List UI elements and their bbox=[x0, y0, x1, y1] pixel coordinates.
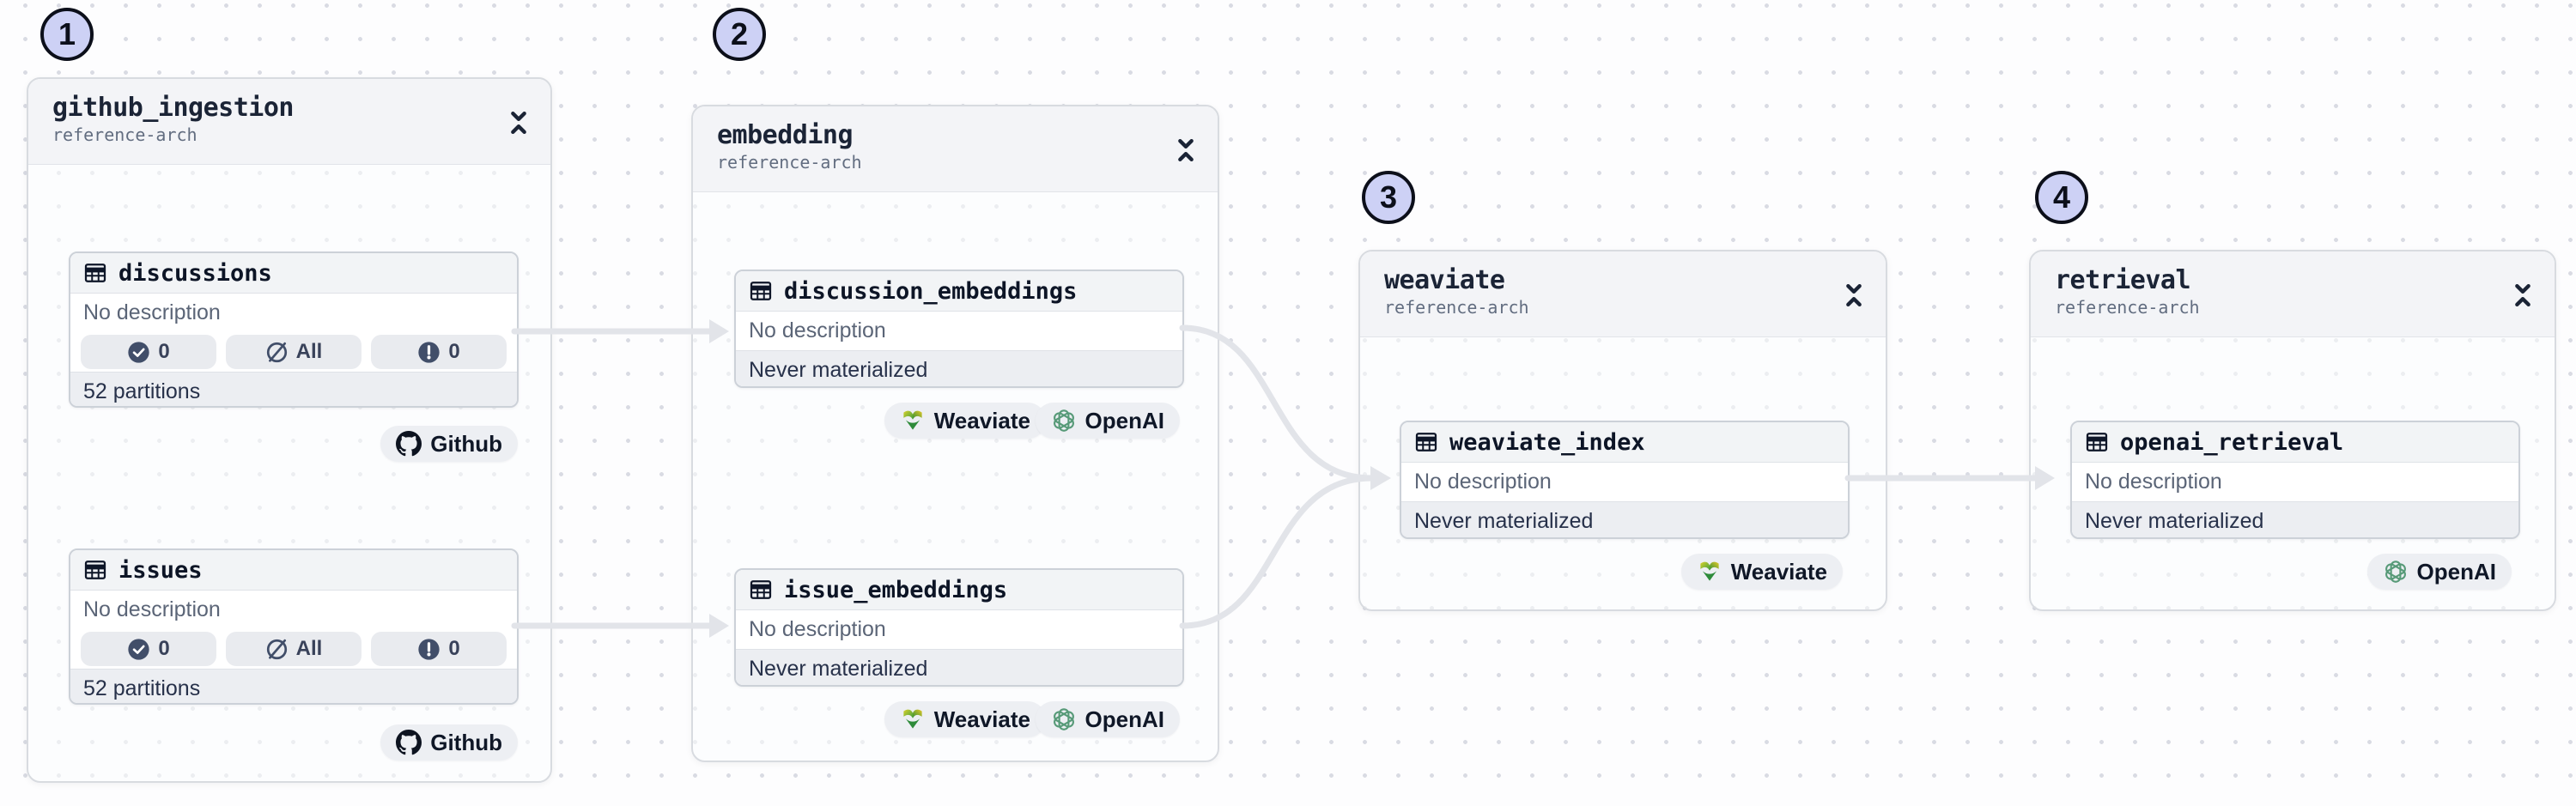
asset-name: discussion_embeddings bbox=[784, 277, 1078, 305]
openai-icon bbox=[2383, 559, 2409, 585]
asset-status-label: Never materialized bbox=[2072, 501, 2518, 537]
group-header[interactable]: retrieval reference-arch bbox=[2031, 251, 2555, 337]
weaviate-icon bbox=[1697, 559, 1722, 585]
asset-status-label: Never materialized bbox=[736, 350, 1182, 386]
group-subtitle: reference-arch bbox=[1384, 297, 1529, 318]
materialized-count-pill[interactable]: 0 bbox=[81, 335, 216, 369]
asset-card-weaviate-index[interactable]: weaviate_index No description Never mate… bbox=[1400, 421, 1850, 539]
openai-icon bbox=[1051, 706, 1077, 732]
collapse-vertical-icon bbox=[2510, 282, 2536, 308]
step-badge-1: 1 bbox=[40, 8, 94, 61]
group-header[interactable]: weaviate reference-arch bbox=[1360, 251, 1886, 337]
check-circle-icon bbox=[127, 638, 150, 661]
asset-description: No description bbox=[736, 610, 1182, 649]
group-subtitle: reference-arch bbox=[2055, 297, 2200, 318]
asset-description: No description bbox=[70, 294, 517, 332]
missing-count-pill[interactable]: All bbox=[226, 632, 361, 666]
table-icon bbox=[82, 260, 108, 286]
collapse-group-button[interactable] bbox=[1841, 282, 1867, 308]
kind-tag-github[interactable]: Github bbox=[380, 724, 518, 761]
kind-tag-weaviate[interactable]: Weaviate bbox=[884, 701, 1046, 737]
step-badge-3: 3 bbox=[1362, 171, 1415, 224]
kind-tag-openai[interactable]: OpenAI bbox=[2366, 554, 2512, 590]
github-icon bbox=[396, 431, 422, 457]
failed-count-pill[interactable]: 0 bbox=[371, 632, 507, 666]
asset-description: No description bbox=[2072, 463, 2518, 501]
asset-status-label: Never materialized bbox=[736, 649, 1182, 685]
collapse-group-button[interactable] bbox=[2510, 282, 2536, 308]
materialized-count-pill[interactable]: 0 bbox=[81, 632, 216, 666]
slash-circle-icon bbox=[265, 638, 289, 661]
table-icon bbox=[748, 577, 774, 603]
collapse-vertical-icon bbox=[1841, 282, 1867, 308]
kind-tag-weaviate[interactable]: Weaviate bbox=[1680, 554, 1843, 590]
asset-name: issue_embeddings bbox=[784, 576, 1008, 603]
partition-status-pills: 0 All 0 bbox=[70, 629, 517, 669]
group-title: weaviate bbox=[1384, 265, 1505, 295]
asset-group-embedding: embedding reference-arch discussion_embe… bbox=[691, 105, 1219, 762]
step-badge-4: 4 bbox=[2035, 171, 2088, 224]
group-title: embedding bbox=[717, 120, 854, 150]
asset-group-retrieval: retrieval reference-arch openai_retrieva… bbox=[2029, 250, 2556, 611]
asset-card-issues[interactable]: issues No description 0 All 0 52 partiti… bbox=[69, 548, 519, 705]
asset-name: weaviate_index bbox=[1449, 428, 1645, 456]
asset-partitions-label: 52 partitions bbox=[70, 372, 517, 406]
asset-status-label: Never materialized bbox=[1401, 501, 1848, 537]
kind-tag-openai[interactable]: OpenAI bbox=[1035, 701, 1180, 737]
asset-card-issue-embeddings[interactable]: issue_embeddings No description Never ma… bbox=[734, 568, 1184, 687]
kind-tag-weaviate[interactable]: Weaviate bbox=[884, 403, 1046, 439]
group-title: github_ingestion bbox=[52, 93, 294, 123]
kind-tag-openai[interactable]: OpenAI bbox=[1035, 403, 1180, 439]
asset-card-discussions[interactable]: discussions No description 0 All 0 52 pa… bbox=[69, 251, 519, 408]
asset-group-weaviate: weaviate reference-arch weaviate_index N… bbox=[1358, 250, 1887, 611]
collapse-vertical-icon bbox=[506, 110, 532, 136]
partition-status-pills: 0 All 0 bbox=[70, 332, 517, 372]
asset-partitions-label: 52 partitions bbox=[70, 669, 517, 703]
openai-icon bbox=[1051, 408, 1077, 433]
alert-circle-icon bbox=[417, 341, 440, 364]
collapse-group-button[interactable] bbox=[1173, 137, 1199, 163]
asset-description: No description bbox=[736, 312, 1182, 350]
asset-group-github-ingestion: github_ingestion reference-arch discussi… bbox=[27, 77, 552, 783]
group-header[interactable]: github_ingestion reference-arch bbox=[28, 79, 550, 165]
github-icon bbox=[396, 730, 422, 755]
kind-tag-github[interactable]: Github bbox=[380, 426, 518, 462]
missing-count-pill[interactable]: All bbox=[226, 335, 361, 369]
table-icon bbox=[82, 557, 108, 583]
asset-description: No description bbox=[1401, 463, 1848, 501]
failed-count-pill[interactable]: 0 bbox=[371, 335, 507, 369]
asset-description: No description bbox=[70, 591, 517, 629]
weaviate-icon bbox=[900, 408, 926, 433]
collapse-group-button[interactable] bbox=[506, 110, 532, 136]
asset-name: openai_retrieval bbox=[2120, 428, 2344, 456]
group-header[interactable]: embedding reference-arch bbox=[693, 106, 1218, 192]
asset-name: discussions bbox=[118, 259, 272, 287]
table-icon bbox=[748, 278, 774, 304]
asset-card-discussion-embeddings[interactable]: discussion_embeddings No description Nev… bbox=[734, 270, 1184, 388]
group-subtitle: reference-arch bbox=[52, 124, 197, 145]
asset-name: issues bbox=[118, 556, 203, 584]
slash-circle-icon bbox=[265, 341, 289, 364]
step-badge-2: 2 bbox=[713, 8, 766, 61]
table-icon bbox=[1413, 429, 1439, 455]
group-subtitle: reference-arch bbox=[717, 152, 862, 173]
group-title: retrieval bbox=[2055, 265, 2191, 295]
table-icon bbox=[2084, 429, 2110, 455]
asset-card-openai-retrieval[interactable]: openai_retrieval No description Never ma… bbox=[2070, 421, 2520, 539]
collapse-vertical-icon bbox=[1173, 137, 1199, 163]
weaviate-icon bbox=[900, 706, 926, 732]
check-circle-icon bbox=[127, 341, 150, 364]
alert-circle-icon bbox=[417, 638, 440, 661]
